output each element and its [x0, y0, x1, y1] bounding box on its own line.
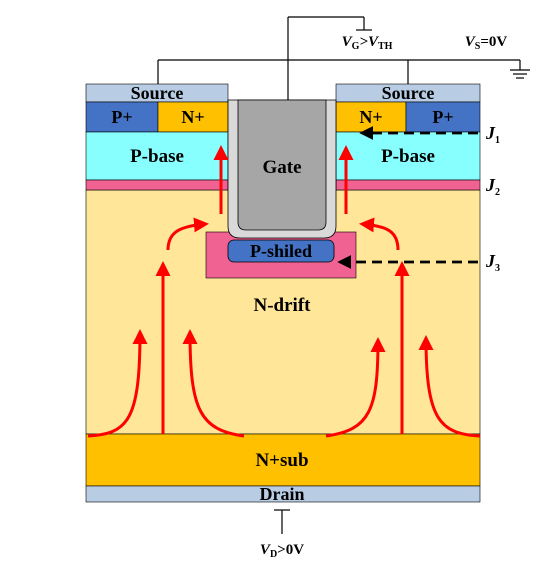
gate-voltage-label: VG>VTH [342, 34, 393, 52]
p-base-left-region [85, 131, 229, 181]
gate-electrode [237, 99, 327, 231]
gate-wiring [287, 16, 372, 100]
p-shield-region [227, 239, 335, 263]
drain-wiring [274, 509, 290, 534]
current-arrow-right-inner-curve [325, 337, 386, 438]
p-base-right-region [335, 131, 481, 181]
junction-j3-label: J3 [485, 251, 500, 274]
source-label-left: Source [131, 83, 184, 103]
p-shield-label: P-shiled [250, 241, 312, 261]
n-plus-left-label: N+ [181, 107, 204, 127]
junction-strip-right [335, 179, 481, 191]
junction-strip-left [85, 179, 229, 191]
source-label-right: Source [382, 83, 435, 103]
gate-label: Gate [262, 157, 301, 178]
n-sub-region [85, 433, 481, 487]
ground-icon [510, 69, 530, 79]
p-plus-right-label: P+ [432, 107, 453, 127]
n-plus-left-region [157, 101, 229, 133]
current-arrow-left-inner-curve [182, 329, 245, 438]
p-base-right-label: P-base [381, 146, 435, 167]
current-arrow-left-spread [166, 217, 209, 251]
n-plus-right-label: N+ [359, 107, 382, 127]
drain-voltage-label: VD>0V [260, 542, 304, 560]
n-sub-label: N+sub [255, 450, 308, 471]
n-drift-label: N-drift [254, 295, 312, 316]
junction-j1-label: J1 [485, 123, 500, 146]
current-flow-arrows [87, 145, 481, 438]
source-voltage-label: VS=0V [465, 34, 508, 52]
current-arrow-right-outer-curve [418, 335, 481, 438]
current-arrow-left-outer-curve [87, 329, 148, 438]
junction-j2-label: J2 [485, 175, 500, 198]
current-arrow-right-spread [359, 217, 400, 251]
drain-label: Drain [260, 484, 305, 504]
drain-contact [85, 485, 481, 503]
p-base-left-label: P-base [130, 146, 184, 167]
source-wiring [157, 59, 521, 84]
p-plus-left-label: P+ [111, 107, 132, 127]
junction-pointers [337, 126, 478, 269]
p-plus-right-region [405, 101, 481, 133]
